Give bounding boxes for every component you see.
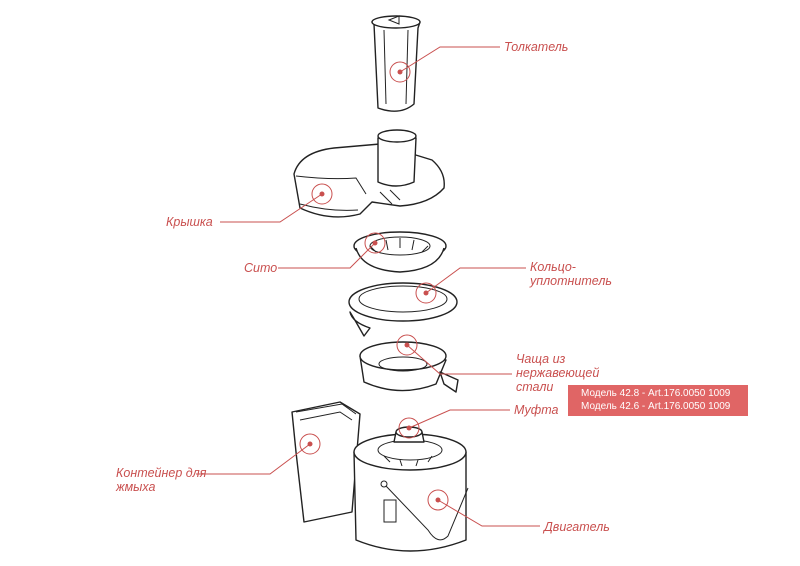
label-sieve: Сито (244, 261, 277, 275)
label-bowl-line1: Чаща из (516, 352, 566, 366)
model-line: Модель 42.6 - Art.176.0050 1009 (581, 401, 731, 412)
leader-coupling (398, 409, 510, 439)
pulp-container-part (291, 401, 361, 523)
motor-base-part (353, 426, 469, 552)
leader-lid (220, 183, 333, 223)
label-pulp-container-line1: Контейнер для (116, 466, 207, 480)
leader-seal-ring (415, 267, 526, 304)
model-info-badge: Модель 42.8 - Art.176.0050 1009 Модель 4… (568, 385, 748, 416)
label-pusher: Толкатель (504, 40, 568, 54)
label-bowl-line3: стали (516, 380, 553, 394)
bowl-part (359, 341, 459, 393)
label-seal-ring-line1: Кольцо- (530, 260, 576, 274)
leader-motor (427, 489, 540, 527)
model-line: Модель 42.8 - Art.176.0050 1009 (581, 388, 731, 399)
label-seal-ring-line2: уплотнитель (529, 274, 612, 288)
seal-ring-part (348, 282, 458, 337)
label-lid: Крышка (166, 215, 213, 229)
leader-sieve (278, 232, 386, 269)
pusher-part (371, 15, 421, 112)
label-motor: Двигатель (542, 520, 610, 534)
leader-pulp-container (196, 433, 321, 475)
leader-pusher (389, 46, 500, 83)
label-bowl-line2: нержавеющей (516, 366, 599, 380)
sieve-part (353, 231, 447, 273)
leader-bowl (396, 334, 512, 375)
label-coupling: Муфта (514, 403, 559, 417)
label-pulp-container-line2: жмыха (115, 480, 155, 494)
lid-part (293, 129, 445, 218)
